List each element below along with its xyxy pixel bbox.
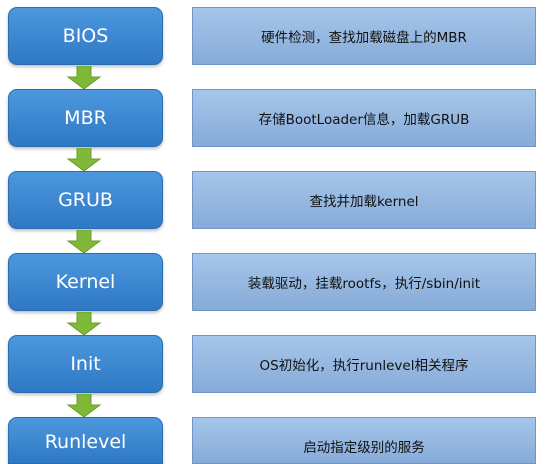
stage-bios: BIOS [8,7,163,65]
down-arrow-icon [66,230,102,254]
stage-init: Init [8,335,163,393]
down-arrow-icon [66,148,102,172]
desc-runlevel: 启动指定级别的服务 [192,417,536,464]
desc-grub: 查找并加载kernel [192,171,536,229]
stage-runlevel: Runlevel [8,417,163,464]
desc-kernel: 装载驱动，挂载rootfs，执行/sbin/init [192,253,536,311]
down-arrow-icon [66,312,102,336]
stage-kernel: Kernel [8,253,163,311]
desc-bios: 硬件检测，查找加载磁盘上的MBR [192,7,536,65]
down-arrow-icon [66,394,102,418]
desc-mbr: 存储BootLoader信息，加载GRUB [192,89,536,147]
desc-init: OS初始化，执行runlevel相关程序 [192,335,536,393]
stage-grub: GRUB [8,171,163,229]
down-arrow-icon [66,66,102,90]
stage-mbr: MBR [8,89,163,147]
